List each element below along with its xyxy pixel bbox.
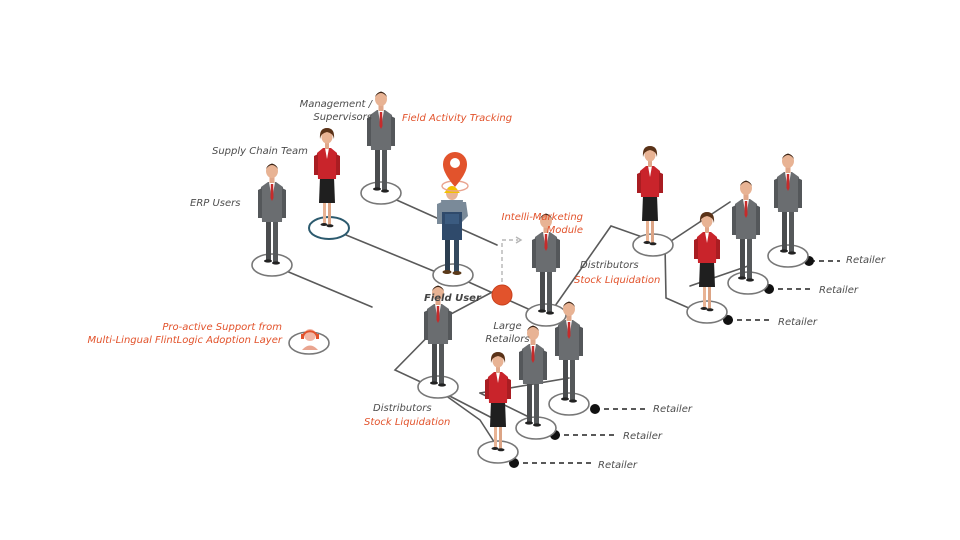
stock-liquidation-top-label: Stock Liquidation bbox=[574, 275, 661, 286]
field-user-label: Field User bbox=[424, 293, 481, 304]
platforms bbox=[251, 181, 809, 464]
intelli-marketing-arrow bbox=[501, 239, 518, 282]
support-headset-icon bbox=[301, 329, 319, 350]
distributors-bottom-label: Distributors bbox=[373, 403, 432, 414]
erp-user-figure bbox=[258, 163, 286, 265]
retailer-label: Retailer bbox=[623, 431, 662, 442]
retailer-label: Retailer bbox=[653, 404, 692, 415]
retailer-top-3-figure bbox=[694, 212, 720, 312]
erp-users-label: ERP Users bbox=[190, 198, 241, 209]
distributors-top-label: Distributors bbox=[580, 260, 639, 271]
supply-chain-figure bbox=[314, 128, 340, 228]
retailer-connectors bbox=[514, 260, 840, 464]
retailer-label: Retailer bbox=[598, 460, 637, 471]
field-activity-label: Field Activity Tracking bbox=[402, 113, 513, 124]
retailer-label: Retailer bbox=[819, 285, 858, 296]
retailer-label: Retailer bbox=[778, 317, 817, 328]
supply-chain-label: Supply Chain Team bbox=[212, 146, 308, 157]
hub-node bbox=[491, 284, 513, 306]
stock-liquidation-bottom-label: Stock Liquidation bbox=[364, 417, 451, 428]
location-pin-icon bbox=[441, 152, 469, 192]
retailer-label: Retailer bbox=[846, 255, 885, 266]
distributor-top-figure bbox=[637, 146, 663, 246]
management-label: Management / Supervisors bbox=[299, 99, 372, 123]
arrow-head-icon bbox=[515, 236, 523, 244]
retailer-bottom-3-figure bbox=[485, 352, 511, 452]
intelli-marketing-label: Intelli-Marketing Module bbox=[501, 212, 584, 236]
retailer-top-1-figure bbox=[774, 153, 802, 255]
proactive-support-label: Pro-active Support from Multi-Lingual Fl… bbox=[87, 322, 282, 346]
large-retailors-label: Large Retailors bbox=[485, 321, 530, 345]
